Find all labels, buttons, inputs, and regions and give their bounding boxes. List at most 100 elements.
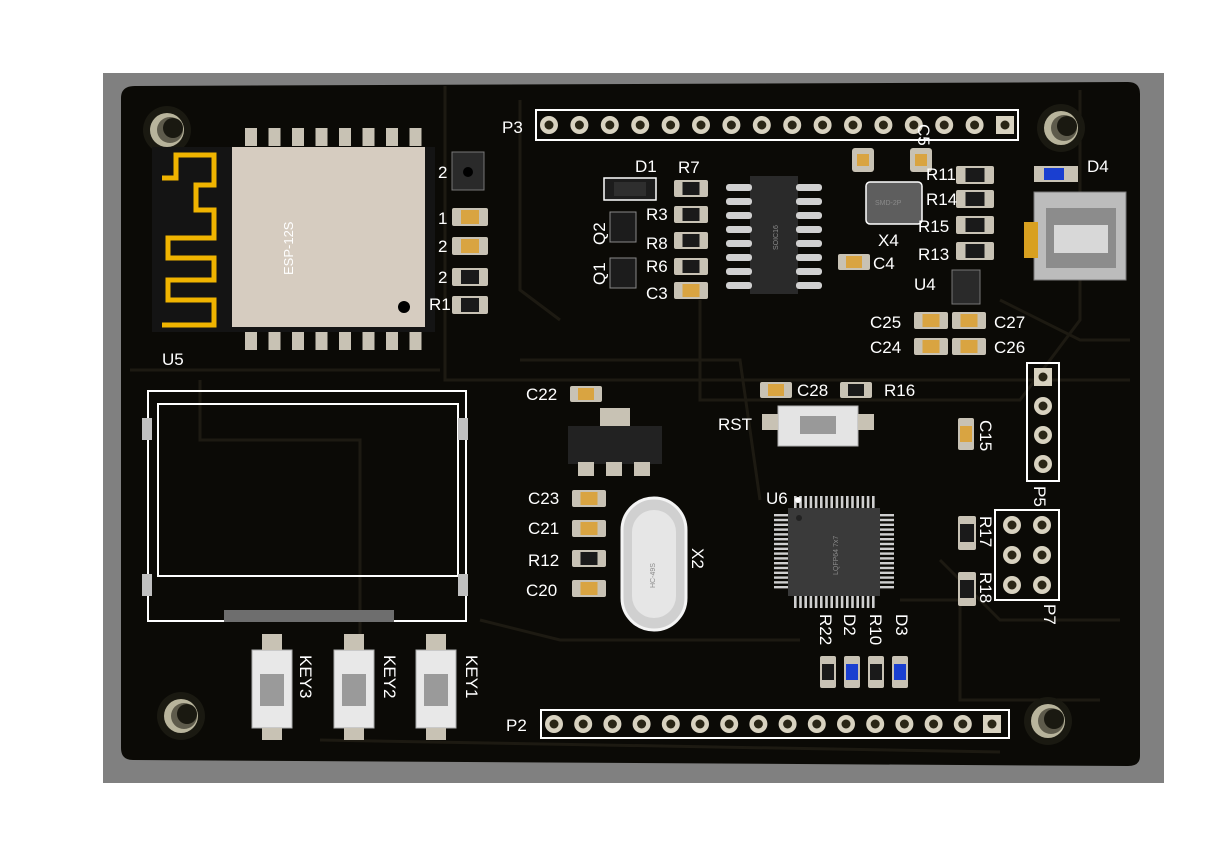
smd-passive	[674, 282, 708, 299]
header-pin	[929, 719, 939, 729]
reset-button	[762, 405, 874, 447]
pin1-marker	[398, 301, 410, 313]
header-p5-outline	[1026, 362, 1060, 482]
module-pads-top	[245, 128, 422, 146]
header-pin	[1038, 372, 1048, 382]
header-pin	[574, 120, 584, 130]
module-pad	[292, 332, 304, 350]
header-pin	[909, 120, 919, 130]
cap-c15	[958, 418, 974, 450]
header-pin	[958, 719, 968, 729]
header-p7-outline	[994, 509, 1060, 601]
header-pin	[818, 120, 828, 130]
header-pin	[549, 719, 559, 729]
transistor-q1	[609, 257, 637, 289]
r11-label: R11	[926, 165, 956, 184]
header-pin	[666, 719, 676, 729]
header-pin	[841, 719, 851, 729]
header-pin	[1038, 430, 1048, 440]
header-pin	[878, 120, 888, 130]
c21-label: C21	[528, 519, 559, 538]
r10-label: R10	[866, 614, 885, 645]
smd-passive	[674, 232, 708, 249]
module-pad	[268, 332, 281, 350]
micro-usb-connector	[1024, 191, 1127, 281]
header-pin	[726, 120, 736, 130]
module-pad	[245, 332, 257, 350]
header-pin	[939, 120, 949, 130]
ldo-regulator	[568, 408, 662, 476]
header-pin	[848, 120, 858, 130]
header-pin	[1037, 520, 1047, 530]
c5-label: C5	[914, 124, 933, 146]
mcu-u6: LQFP64 7x7	[774, 496, 894, 608]
header-p7	[1003, 516, 1051, 594]
r15-label: R15	[918, 217, 949, 236]
key1-label: KEY1	[462, 655, 481, 698]
key2-label: KEY2	[380, 655, 399, 698]
header-pin	[987, 719, 997, 729]
soic16-chip: SOIC16	[726, 176, 822, 294]
d1-label: D1	[635, 157, 657, 176]
header-p3	[540, 116, 1014, 134]
smd-passive	[956, 216, 994, 234]
header-pin	[1038, 401, 1048, 411]
transistor-q2	[609, 211, 637, 243]
header-pin	[812, 719, 822, 729]
header-pin	[605, 120, 615, 130]
u4-label: U4	[914, 275, 936, 294]
header-pin	[757, 120, 767, 130]
d2-label: D2	[840, 614, 859, 636]
c22-label: C22	[526, 385, 557, 404]
header-pin	[1037, 580, 1047, 590]
header-pin	[1037, 550, 1047, 560]
header-pin	[1038, 459, 1048, 469]
c27-label: C27	[994, 313, 1025, 332]
header-pin	[607, 719, 617, 729]
header-pin	[578, 719, 588, 729]
header-p3-label: P3	[502, 118, 523, 137]
header-pin	[870, 719, 880, 729]
r14-label: R14	[926, 190, 957, 209]
header-pin	[635, 120, 645, 130]
led-d2-group	[820, 656, 908, 688]
module-pad	[386, 332, 398, 350]
copper-traces	[130, 86, 1130, 754]
module-pad	[245, 128, 257, 146]
r7-label: R7	[678, 158, 700, 177]
c25-label: C25	[870, 313, 901, 332]
header-pin	[666, 120, 676, 130]
r8-label: R8	[646, 234, 668, 253]
clip-label-d: 2	[438, 268, 447, 287]
smd-passive	[452, 296, 488, 314]
r17-label: R17	[976, 516, 995, 547]
u6-label: U6	[766, 489, 788, 508]
module-pad	[362, 332, 375, 350]
led-d4	[1034, 166, 1078, 182]
module-pads-bottom	[245, 332, 422, 350]
wifi-antenna	[162, 152, 217, 328]
res-r18	[958, 572, 976, 606]
smd-passive	[956, 166, 994, 184]
x2-label: X2	[688, 548, 707, 569]
header-pin	[899, 719, 909, 729]
c15-label: C15	[976, 420, 995, 451]
q2-label: Q2	[590, 222, 609, 245]
header-pin	[696, 120, 706, 130]
header-p5	[1034, 368, 1052, 473]
header-pin	[724, 719, 734, 729]
cap-c28	[760, 382, 792, 398]
module-pad	[409, 128, 422, 146]
d4-label: D4	[1087, 157, 1109, 176]
header-p2	[545, 715, 1001, 733]
key-buttons	[251, 634, 457, 740]
lcd-footprint	[142, 390, 468, 622]
key3-label: KEY3	[296, 655, 315, 698]
cap-c22	[570, 386, 602, 402]
key-switch	[333, 634, 375, 740]
smd-passive	[452, 268, 488, 286]
c4-label: C4	[873, 254, 895, 273]
r6-label: R6	[646, 257, 668, 276]
r22-label: R22	[816, 614, 835, 645]
